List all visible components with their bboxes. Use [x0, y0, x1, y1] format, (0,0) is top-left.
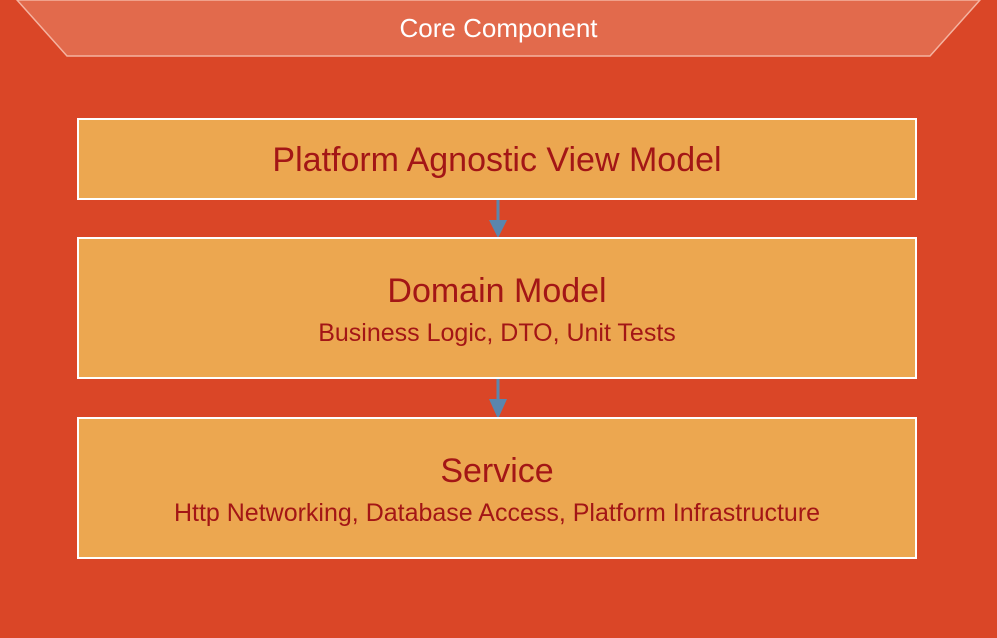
layer-subtitle: Business Logic, DTO, Unit Tests [318, 319, 676, 347]
layer-domain-model: Domain Model Business Logic, DTO, Unit T… [77, 237, 917, 379]
container-title: Core Component [399, 13, 598, 43]
header-tab-shape [15, 0, 982, 57]
layer-service: Service Http Networking, Database Access… [77, 417, 917, 559]
layer-title: Service [440, 452, 554, 490]
arrow-down-icon [489, 379, 507, 419]
layer-view-model: Platform Agnostic View Model [77, 118, 917, 200]
layer-title: Platform Agnostic View Model [272, 141, 722, 179]
arrow-down-icon [489, 200, 507, 238]
layer-subtitle: Http Networking, Database Access, Platfo… [173, 499, 821, 527]
layer-title: Domain Model [387, 272, 607, 310]
